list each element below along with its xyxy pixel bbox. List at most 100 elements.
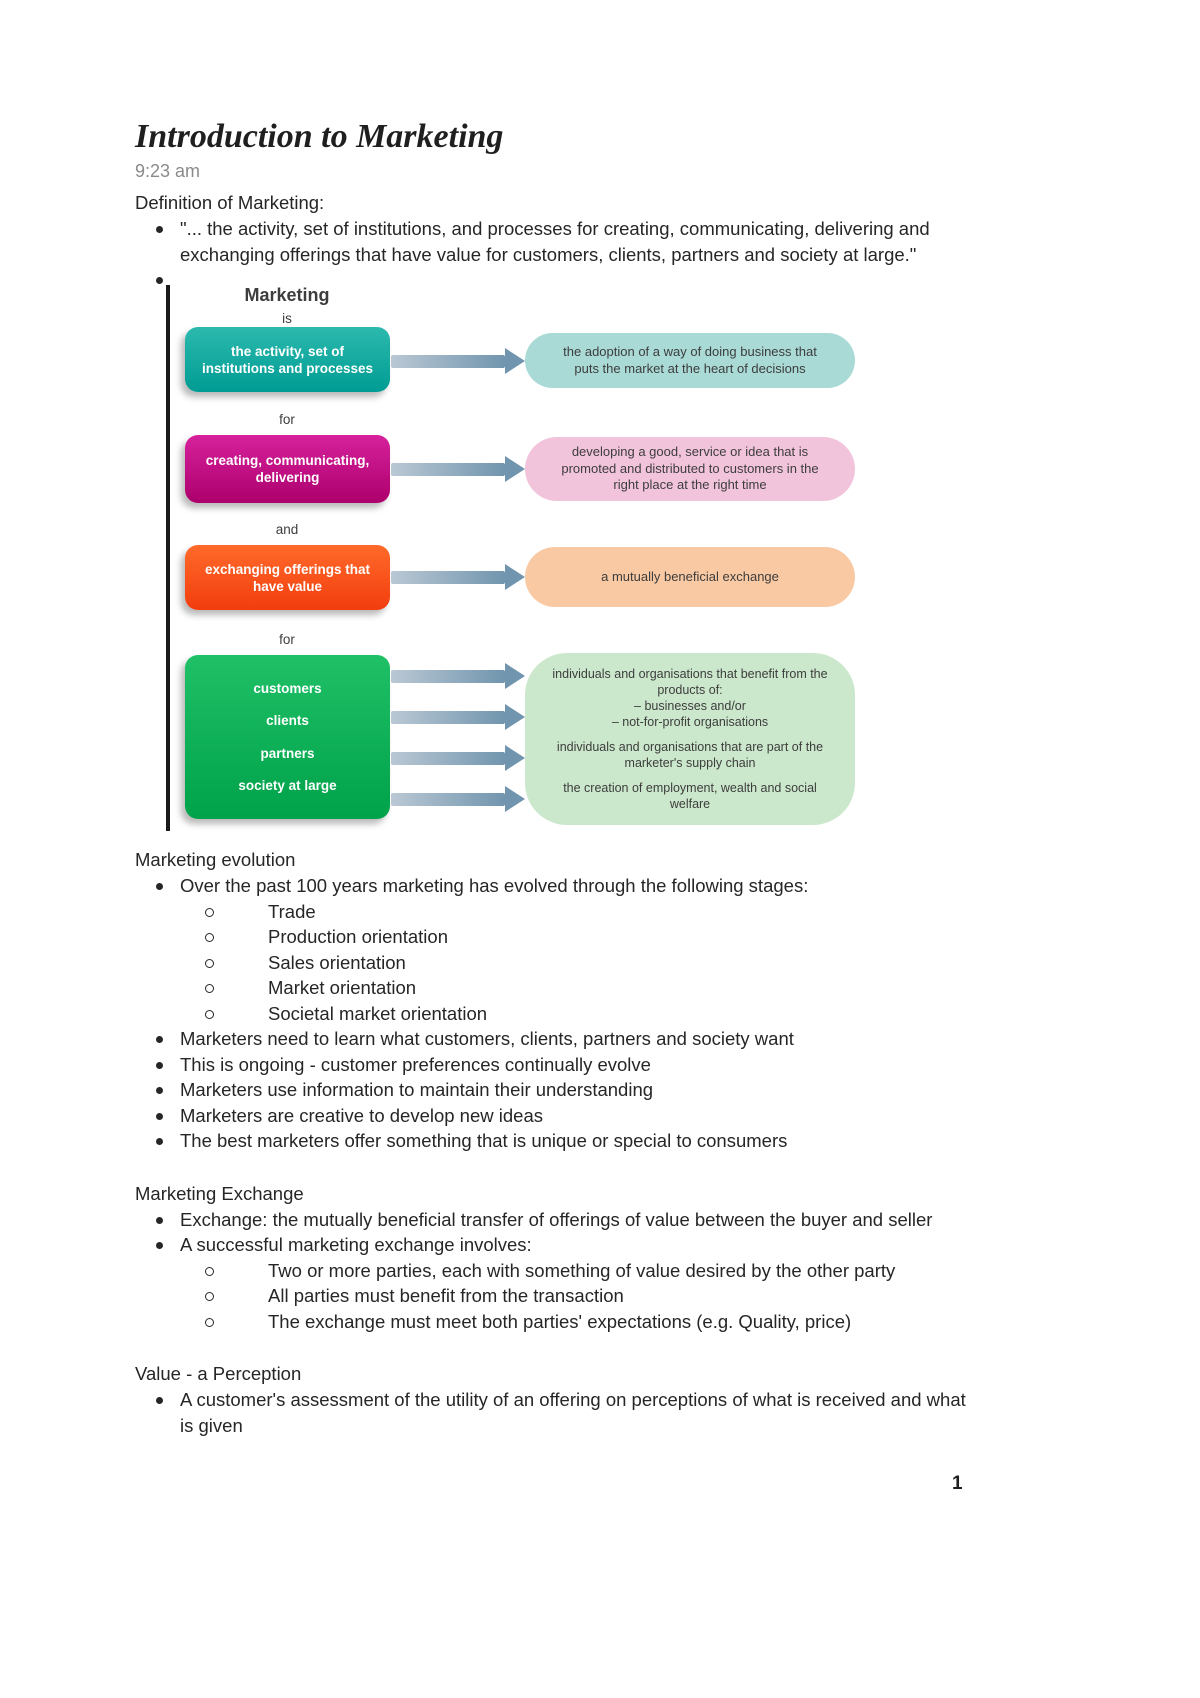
bullet-marker	[205, 924, 268, 942]
evolution-bullet: Marketers are creative to develop new id…	[180, 1104, 543, 1126]
bullet-marker	[135, 216, 180, 233]
list-item: A successful marketing exchange involves…	[135, 1232, 1030, 1258]
diagram-box-creating: creating, communicating, delivering	[185, 435, 390, 503]
section-heading-definition: Definition of Marketing:	[135, 192, 325, 213]
diagram-pill-adoption: the adoption of a way of doing business …	[525, 333, 855, 388]
list-item: Marketers are creative to develop new id…	[135, 1103, 1030, 1129]
stakeholder-pill-line: individuals and organisations that are p…	[556, 740, 824, 770]
diagram-box-activity: the activity, set of institutions and pr…	[185, 327, 390, 392]
list-item: This is ongoing - customer preferences c…	[135, 1052, 1030, 1078]
bullet-circle-icon	[205, 1317, 214, 1327]
bullet-marker	[205, 975, 268, 993]
bullet-marker	[135, 1103, 180, 1120]
evolution-bullet: Marketers use information to maintain th…	[180, 1079, 654, 1100]
list-item: Societal market orientation	[205, 1001, 1030, 1027]
bullet-circle-icon	[205, 907, 214, 917]
bullet-dot-icon	[156, 1112, 163, 1120]
diagram-pill-developing: developing a good, service or idea that …	[525, 437, 855, 501]
diagram-box-exchanging: exchanging offerings that have value	[185, 545, 390, 610]
bullet-dot-icon	[156, 1061, 163, 1069]
diagram-pill-mutually: a mutually beneficial exchange	[525, 547, 855, 607]
bullet-marker	[205, 1258, 268, 1276]
evolution-stage: Market orientation	[268, 977, 417, 998]
bullet-dot-icon	[156, 1087, 163, 1094]
page-content: Introduction to Marketing 9:23 am Defini…	[135, 118, 1030, 1438]
evolution-bullet: Marketers need to learn what customers, …	[180, 1028, 794, 1049]
diagram-box-stakeholders: customers clients partners society at la…	[185, 655, 390, 819]
list-item: Market orientation	[205, 975, 1030, 1001]
arrow-customers-icon	[391, 663, 525, 689]
arrow-activity-to-adoption-icon	[391, 348, 525, 374]
bullet-marker	[135, 1026, 180, 1043]
exchange-sub-bullet: The exchange must meet both parties' exp…	[268, 1310, 852, 1332]
arrow-society-icon	[391, 786, 525, 812]
exchange-bullet: A successful marketing exchange involves…	[180, 1234, 532, 1255]
diagram-title: Marketing	[244, 285, 330, 305]
list-item: Over the past 100 years marketing has ev…	[135, 873, 1030, 899]
stakeholder-pill-line: – businesses and/or	[634, 699, 746, 713]
page-title: Introduction to Marketing	[135, 118, 504, 155]
diagram-label-for-1: for	[279, 412, 295, 427]
diagram-label-is: is	[282, 311, 292, 326]
diagram-pill-stakeholders: individuals and organisations that benef…	[525, 653, 855, 825]
list-item: Marketers use information to maintain th…	[135, 1077, 1030, 1103]
bullet-dot-icon	[156, 1138, 163, 1145]
bullet-dot-icon	[156, 1397, 163, 1404]
arrow-exchanging-to-mutually-icon	[391, 564, 525, 590]
bullet-marker	[205, 950, 268, 968]
page-number: 1	[952, 1473, 963, 1494]
bullet-marker	[135, 873, 180, 890]
bullet-marker	[135, 267, 180, 284]
evolution-intro: Over the past 100 years marketing has ev…	[180, 875, 809, 896]
bullet-dot-icon	[156, 1242, 163, 1249]
bullet-dot-icon	[156, 277, 163, 284]
list-item: Exchange: the mutually beneficial transf…	[135, 1207, 1030, 1233]
arrow-clients-icon	[391, 704, 525, 730]
exchange-bullet: Exchange: the mutually beneficial transf…	[180, 1208, 933, 1230]
evolution-stage: Sales orientation	[268, 951, 406, 973]
timestamp: 9:23 am	[135, 161, 201, 181]
stakeholder-clients: clients	[266, 713, 309, 729]
bullet-marker	[135, 1387, 180, 1404]
bullet-circle-icon	[205, 984, 214, 993]
list-item: Production orientation	[205, 924, 1030, 950]
stakeholder-pill-line: individuals and organisations that benef…	[552, 667, 828, 697]
list-item: Marketing is the activity, set of instit…	[135, 267, 1030, 835]
exchange-sub-bullet: All parties must benefit from the transa…	[268, 1285, 624, 1306]
arrow-partners-icon	[391, 745, 525, 771]
section-heading-value: Value - a Perception	[135, 1363, 302, 1384]
evolution-stage: Trade	[268, 900, 316, 922]
diagram-label-and: and	[275, 522, 299, 537]
bullet-dot-icon	[156, 883, 163, 890]
list-item: "... the activity, set of institutions, …	[135, 216, 1030, 267]
value-bullet: A customer's assessment of the utility o…	[180, 1389, 966, 1436]
exchange-sub-bullet: Two or more parties, each with something…	[268, 1259, 896, 1281]
bullet-marker	[135, 1232, 180, 1249]
evolution-bullet: This is ongoing - customer preferences c…	[180, 1053, 651, 1075]
list-item: The best marketers offer something that …	[135, 1128, 1030, 1154]
evolution-stage: Societal market orientation	[268, 1002, 488, 1024]
marketing-definition-diagram: Marketing is the activity, set of instit…	[166, 283, 866, 835]
stakeholder-pill-line: – not-for-profit organisations	[611, 715, 769, 729]
bullet-marker	[135, 1207, 180, 1224]
list-item: Sales orientation	[205, 950, 1030, 976]
diagram-label-for-2: for	[279, 632, 295, 647]
bullet-marker	[205, 1001, 268, 1019]
bullet-marker	[205, 1309, 268, 1327]
bullet-circle-icon	[205, 1009, 214, 1019]
list-item: All parties must benefit from the transa…	[205, 1283, 1030, 1309]
definition-quote: "... the activity, set of institutions, …	[180, 218, 930, 265]
bullet-dot-icon	[156, 226, 163, 233]
section-heading-exchange: Marketing Exchange	[135, 1182, 304, 1204]
bullet-dot-icon	[156, 1216, 163, 1224]
list-item: Two or more parties, each with something…	[205, 1258, 1030, 1284]
bullet-circle-icon	[205, 1292, 214, 1301]
bullet-circle-icon	[205, 958, 214, 968]
bullet-marker	[205, 899, 268, 917]
stakeholder-customers: customers	[253, 681, 322, 697]
list-item: A customer's assessment of the utility o…	[135, 1387, 1030, 1438]
stakeholder-pill-line: the creation of employment, wealth and s…	[563, 781, 817, 811]
bullet-circle-icon	[205, 1266, 214, 1276]
bullet-dot-icon	[156, 1036, 163, 1043]
